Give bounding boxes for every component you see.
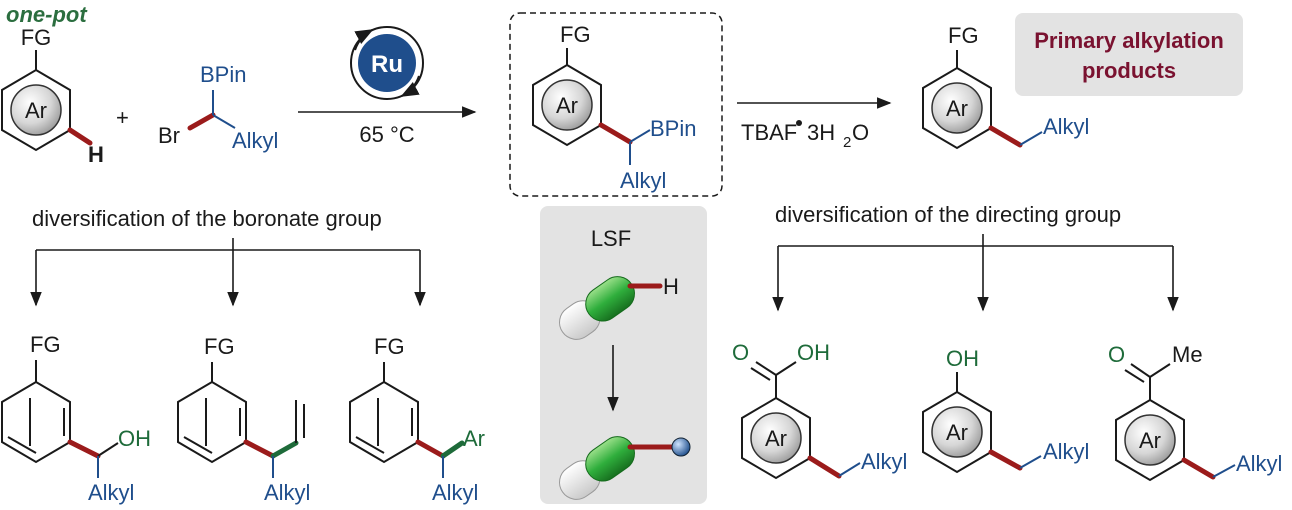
- temperature-label: 65 °C: [359, 122, 414, 147]
- alkyl-label: Alkyl: [88, 480, 134, 505]
- oh-label: OH: [946, 346, 979, 371]
- alkyl-label: Alkyl: [861, 449, 907, 474]
- div-boronate-heading: diversification of the boronate group: [32, 206, 382, 231]
- ar-label: Ar: [946, 420, 968, 445]
- oh-label: OH: [118, 426, 151, 451]
- ar-sphere-icon: [750, 412, 802, 464]
- ar-sphere-icon: [931, 82, 983, 134]
- ketone-product: Ar O Me Alkyl: [1108, 342, 1282, 482]
- ar-label: Ar: [25, 98, 47, 123]
- phenol-product: Ar OH Alkyl: [922, 346, 1089, 474]
- tbaf-label: TBAF 3H 2 O: [741, 120, 869, 151]
- ar-sphere-icon: [1124, 414, 1176, 466]
- ar-label: Ar: [765, 426, 787, 451]
- plus-sign: +: [116, 105, 129, 130]
- drug-capsule-bottom: [559, 436, 635, 500]
- div-directing-heading: diversification of the directing group: [775, 202, 1121, 227]
- h-label: H: [663, 274, 679, 299]
- alkyl-label: Alkyl: [432, 480, 478, 505]
- drug-capsule-top: [559, 276, 635, 340]
- fg-label: FG: [948, 23, 979, 48]
- aryl-product: FG Ar Alkyl: [349, 334, 485, 505]
- primary-title-line1: Primary alkylation: [1034, 28, 1224, 53]
- starting-arene: Ar FG H: [1, 25, 104, 167]
- alkyl-label: Alkyl: [620, 168, 666, 193]
- capsule-icon: [585, 436, 635, 482]
- alkyl-label: Alkyl: [1043, 439, 1089, 464]
- ar-label: Ar: [556, 93, 578, 118]
- me-label: Me: [1172, 342, 1203, 367]
- lsf-panel: [540, 206, 707, 504]
- fg-label: FG: [374, 334, 405, 359]
- primary-products-box: [1015, 13, 1243, 96]
- fg-label: FG: [30, 332, 61, 357]
- alkyl-label: Alkyl: [264, 480, 310, 505]
- o-label: O: [732, 340, 749, 365]
- svg-text:TBAF: TBAF: [741, 120, 797, 145]
- alkene-product: FG Alkyl: [177, 334, 310, 505]
- bromide-reagent: BPin Br Alkyl: [158, 62, 278, 153]
- oh-label: OH: [797, 340, 830, 365]
- alkyl-label: Alkyl: [232, 128, 278, 153]
- o-label: O: [1108, 342, 1125, 367]
- ar-sphere-icon: [931, 406, 983, 458]
- ar-sphere-icon: [541, 79, 593, 131]
- ar-group-label: Ar: [463, 426, 485, 451]
- acid-product: Ar O OH Alkyl: [732, 340, 907, 480]
- ru-circle-icon: [358, 34, 416, 92]
- intermediate-box: [509, 12, 723, 197]
- fg-label: FG: [560, 22, 591, 47]
- lsf-label: LSF: [591, 226, 631, 251]
- svg-text:2: 2: [843, 134, 851, 151]
- bpin-label: BPin: [200, 62, 246, 87]
- svg-text:O: O: [852, 120, 869, 145]
- one-pot-label: one-pot: [6, 2, 88, 27]
- functional-group-ball-icon: [671, 437, 691, 457]
- primary-title-line2: products: [1082, 58, 1176, 83]
- ar-sphere-icon: [10, 84, 62, 136]
- ru-label: Ru: [371, 51, 403, 78]
- fg-label: FG: [204, 334, 235, 359]
- h-label: H: [88, 142, 104, 167]
- alkyl-label: Alkyl: [1043, 114, 1089, 139]
- boronate-branch-lines: [30, 238, 426, 307]
- directing-branch-lines: [772, 234, 1179, 312]
- svg-text:3H: 3H: [807, 120, 835, 145]
- alkyl-label: Alkyl: [1236, 451, 1282, 476]
- ru-catalyst: Ru: [350, 26, 424, 100]
- alcohol-product: FG OH Alkyl: [1, 332, 151, 505]
- ar-label: Ar: [1139, 428, 1161, 453]
- br-label: Br: [158, 123, 180, 148]
- bpin-label: BPin: [650, 116, 696, 141]
- fg-label: FG: [21, 25, 52, 50]
- intermediate: Ar FG BPin Alkyl: [532, 22, 696, 193]
- primary-product: Ar FG Alkyl: [922, 23, 1089, 150]
- ar-label: Ar: [946, 96, 968, 121]
